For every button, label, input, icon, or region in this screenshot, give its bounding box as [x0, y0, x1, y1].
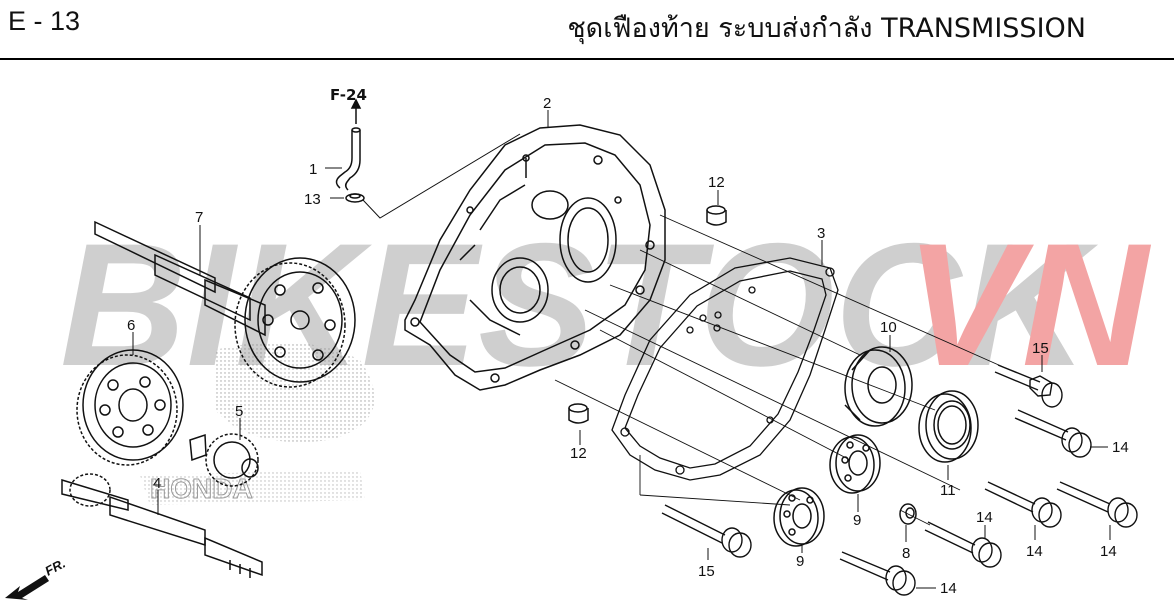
hose-clip [345, 193, 365, 203]
transmission-exploded-diagram: BIKESTOCK VN HONDA [5, 86, 1152, 600]
page-code: E - 13 [8, 6, 81, 36]
callout-3: 3 [817, 225, 825, 242]
ball-bearing-large [844, 346, 913, 427]
breather-tube [335, 98, 362, 191]
callout-numbers: 1 2 3 4 5 6 7 8 9 9 10 11 12 12 13 14 14… [127, 95, 1129, 597]
ball-bearing [773, 487, 825, 547]
callout-2: 2 [543, 95, 551, 112]
flange-bolt [924, 521, 1002, 568]
callout-8: 8 [902, 545, 910, 562]
front-arrow: FR. [5, 556, 68, 600]
callout-15-upper: 15 [1032, 340, 1049, 357]
front-label: FR. [42, 556, 68, 579]
transmission-cover [404, 124, 666, 391]
watermark-text-accent: VN [905, 208, 1152, 403]
callout-4: 4 [153, 475, 161, 492]
dowel-pin [568, 403, 589, 424]
callout-14-e: 14 [940, 580, 957, 597]
flange-bolt [839, 551, 916, 596]
flange-bolt [1014, 409, 1092, 458]
callout-9-upper: 9 [853, 512, 861, 529]
callout-15-lower: 15 [698, 563, 715, 580]
flange-bolt [994, 364, 1063, 408]
callout-14-c: 14 [1100, 543, 1117, 560]
cover-gasket [611, 257, 839, 481]
callout-13: 13 [304, 191, 321, 208]
callout-14-b: 14 [1026, 543, 1043, 560]
flange-bolt [1056, 481, 1138, 528]
callout-5: 5 [235, 403, 243, 420]
pinion-gear [189, 433, 259, 487]
dowel-pin [706, 205, 727, 226]
flange-bolt [984, 481, 1062, 528]
callout-1: 1 [309, 161, 317, 178]
flange-bolt [661, 504, 752, 558]
page-title: ชุดเฟืองท้าย ระบบส่งกำลัง TRANSMISSION [567, 13, 1086, 44]
ball-bearing [829, 434, 881, 494]
callout-11: 11 [940, 482, 956, 499]
callout-9-lower: 9 [796, 553, 804, 570]
oil-seal [918, 390, 979, 463]
callout-14-d: 14 [976, 509, 993, 526]
callout-6: 6 [127, 317, 135, 334]
callout-10: 10 [880, 319, 897, 336]
drive-shaft [61, 473, 263, 578]
callout-12-lower: 12 [570, 445, 587, 462]
callout-7: 7 [195, 209, 203, 226]
washer [899, 503, 917, 525]
callout-12-upper: 12 [708, 174, 725, 191]
ref-label-f24: F-24 [330, 86, 367, 104]
callout-14-a: 14 [1112, 439, 1129, 456]
page-header: E - 13 ชุดเฟืองท้าย ระบบส่งกำลัง TRANSMI… [0, 0, 1174, 60]
countershaft-gear [94, 220, 356, 388]
